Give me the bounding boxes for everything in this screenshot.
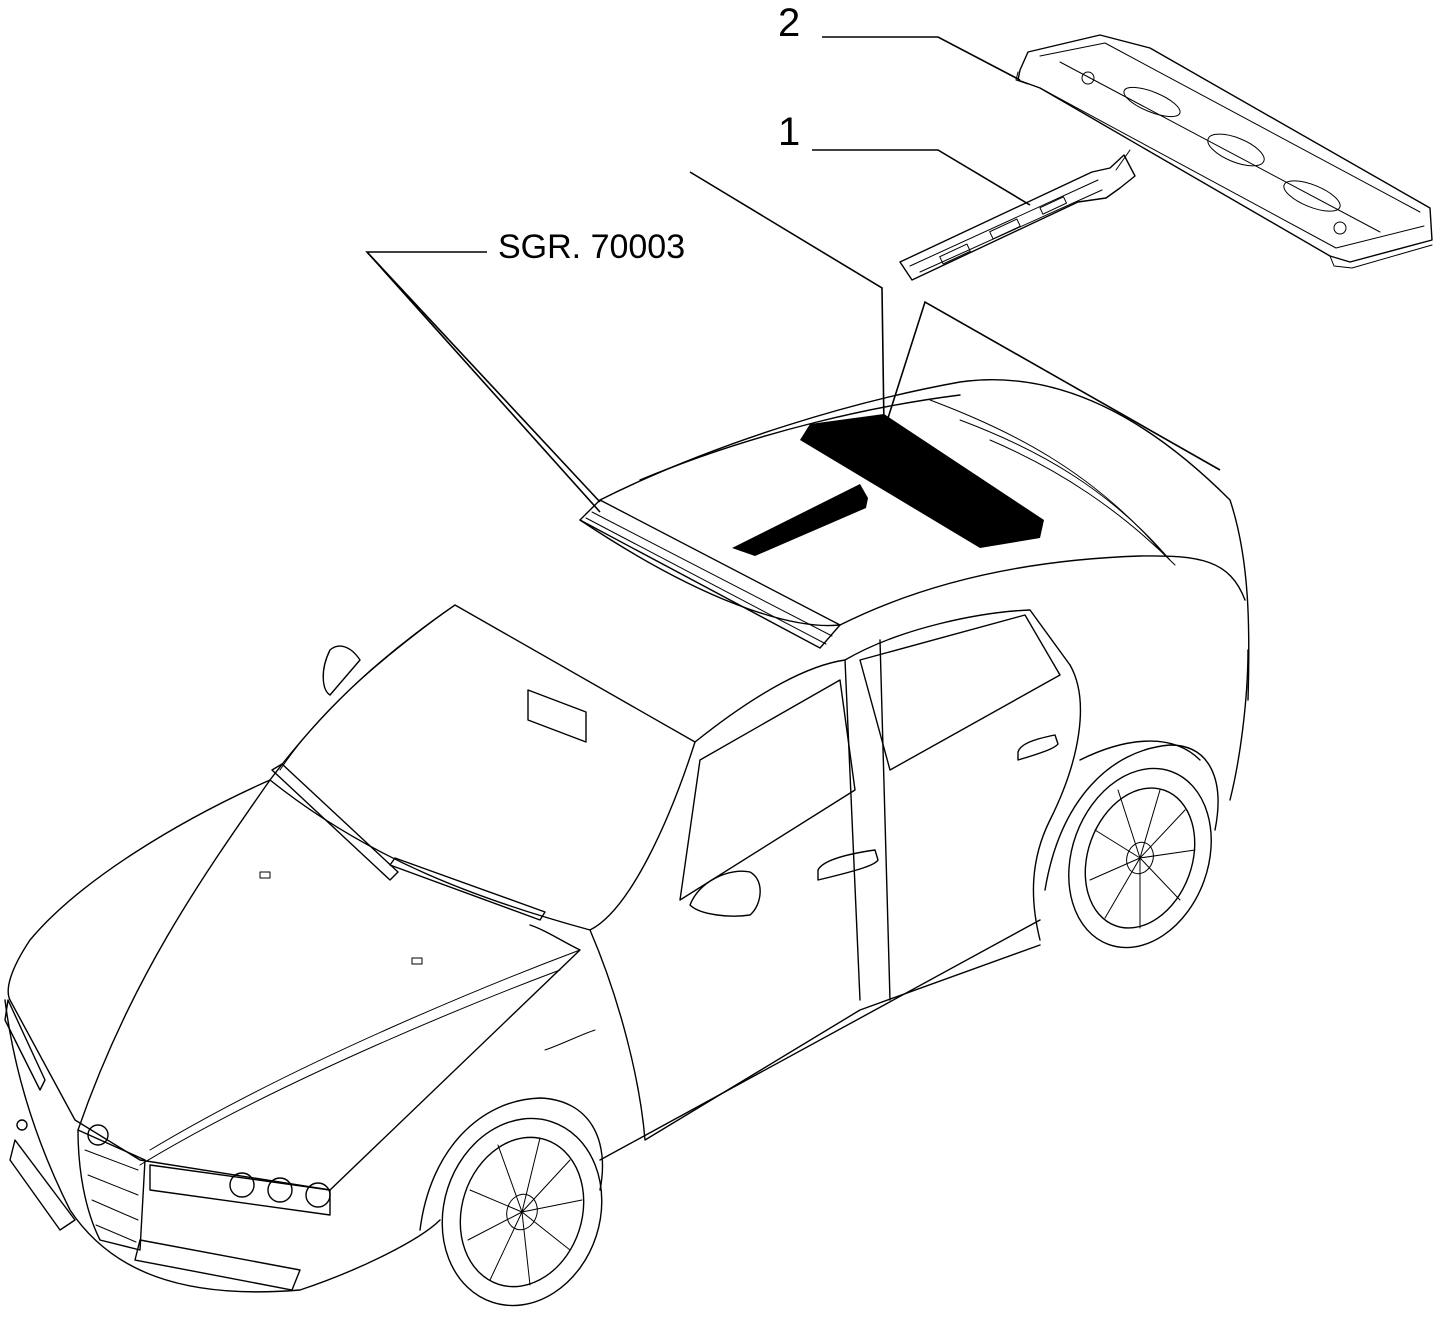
roof-outline xyxy=(599,379,1250,701)
leader-part-2 xyxy=(822,36,1021,81)
rear-wheel xyxy=(1044,744,1219,949)
leader-install-left xyxy=(689,171,885,429)
label-group-ref: SGR. 70003 xyxy=(498,228,685,266)
leader-group-ref-2 xyxy=(366,251,601,503)
windscreen xyxy=(269,604,696,931)
leader-lines xyxy=(365,36,1221,513)
installed-shelf-highlight xyxy=(800,414,1044,548)
label-part-2: 2 xyxy=(778,1,800,45)
leader-part-1 xyxy=(812,149,1031,206)
car-body xyxy=(4,379,1250,1307)
front-bumper xyxy=(4,999,441,1293)
leader-install-right xyxy=(887,300,1221,471)
rear-view-mirror xyxy=(527,689,587,743)
front-wheel xyxy=(419,1097,604,1307)
hood xyxy=(7,779,581,1191)
installed-crossmember-highlight xyxy=(732,484,868,556)
label-part-1: 1 xyxy=(778,110,800,154)
leader-group-ref xyxy=(365,251,601,513)
roof-crossmember-part-1 xyxy=(899,149,1136,281)
parcel-shelf-part-2 xyxy=(1015,34,1433,269)
